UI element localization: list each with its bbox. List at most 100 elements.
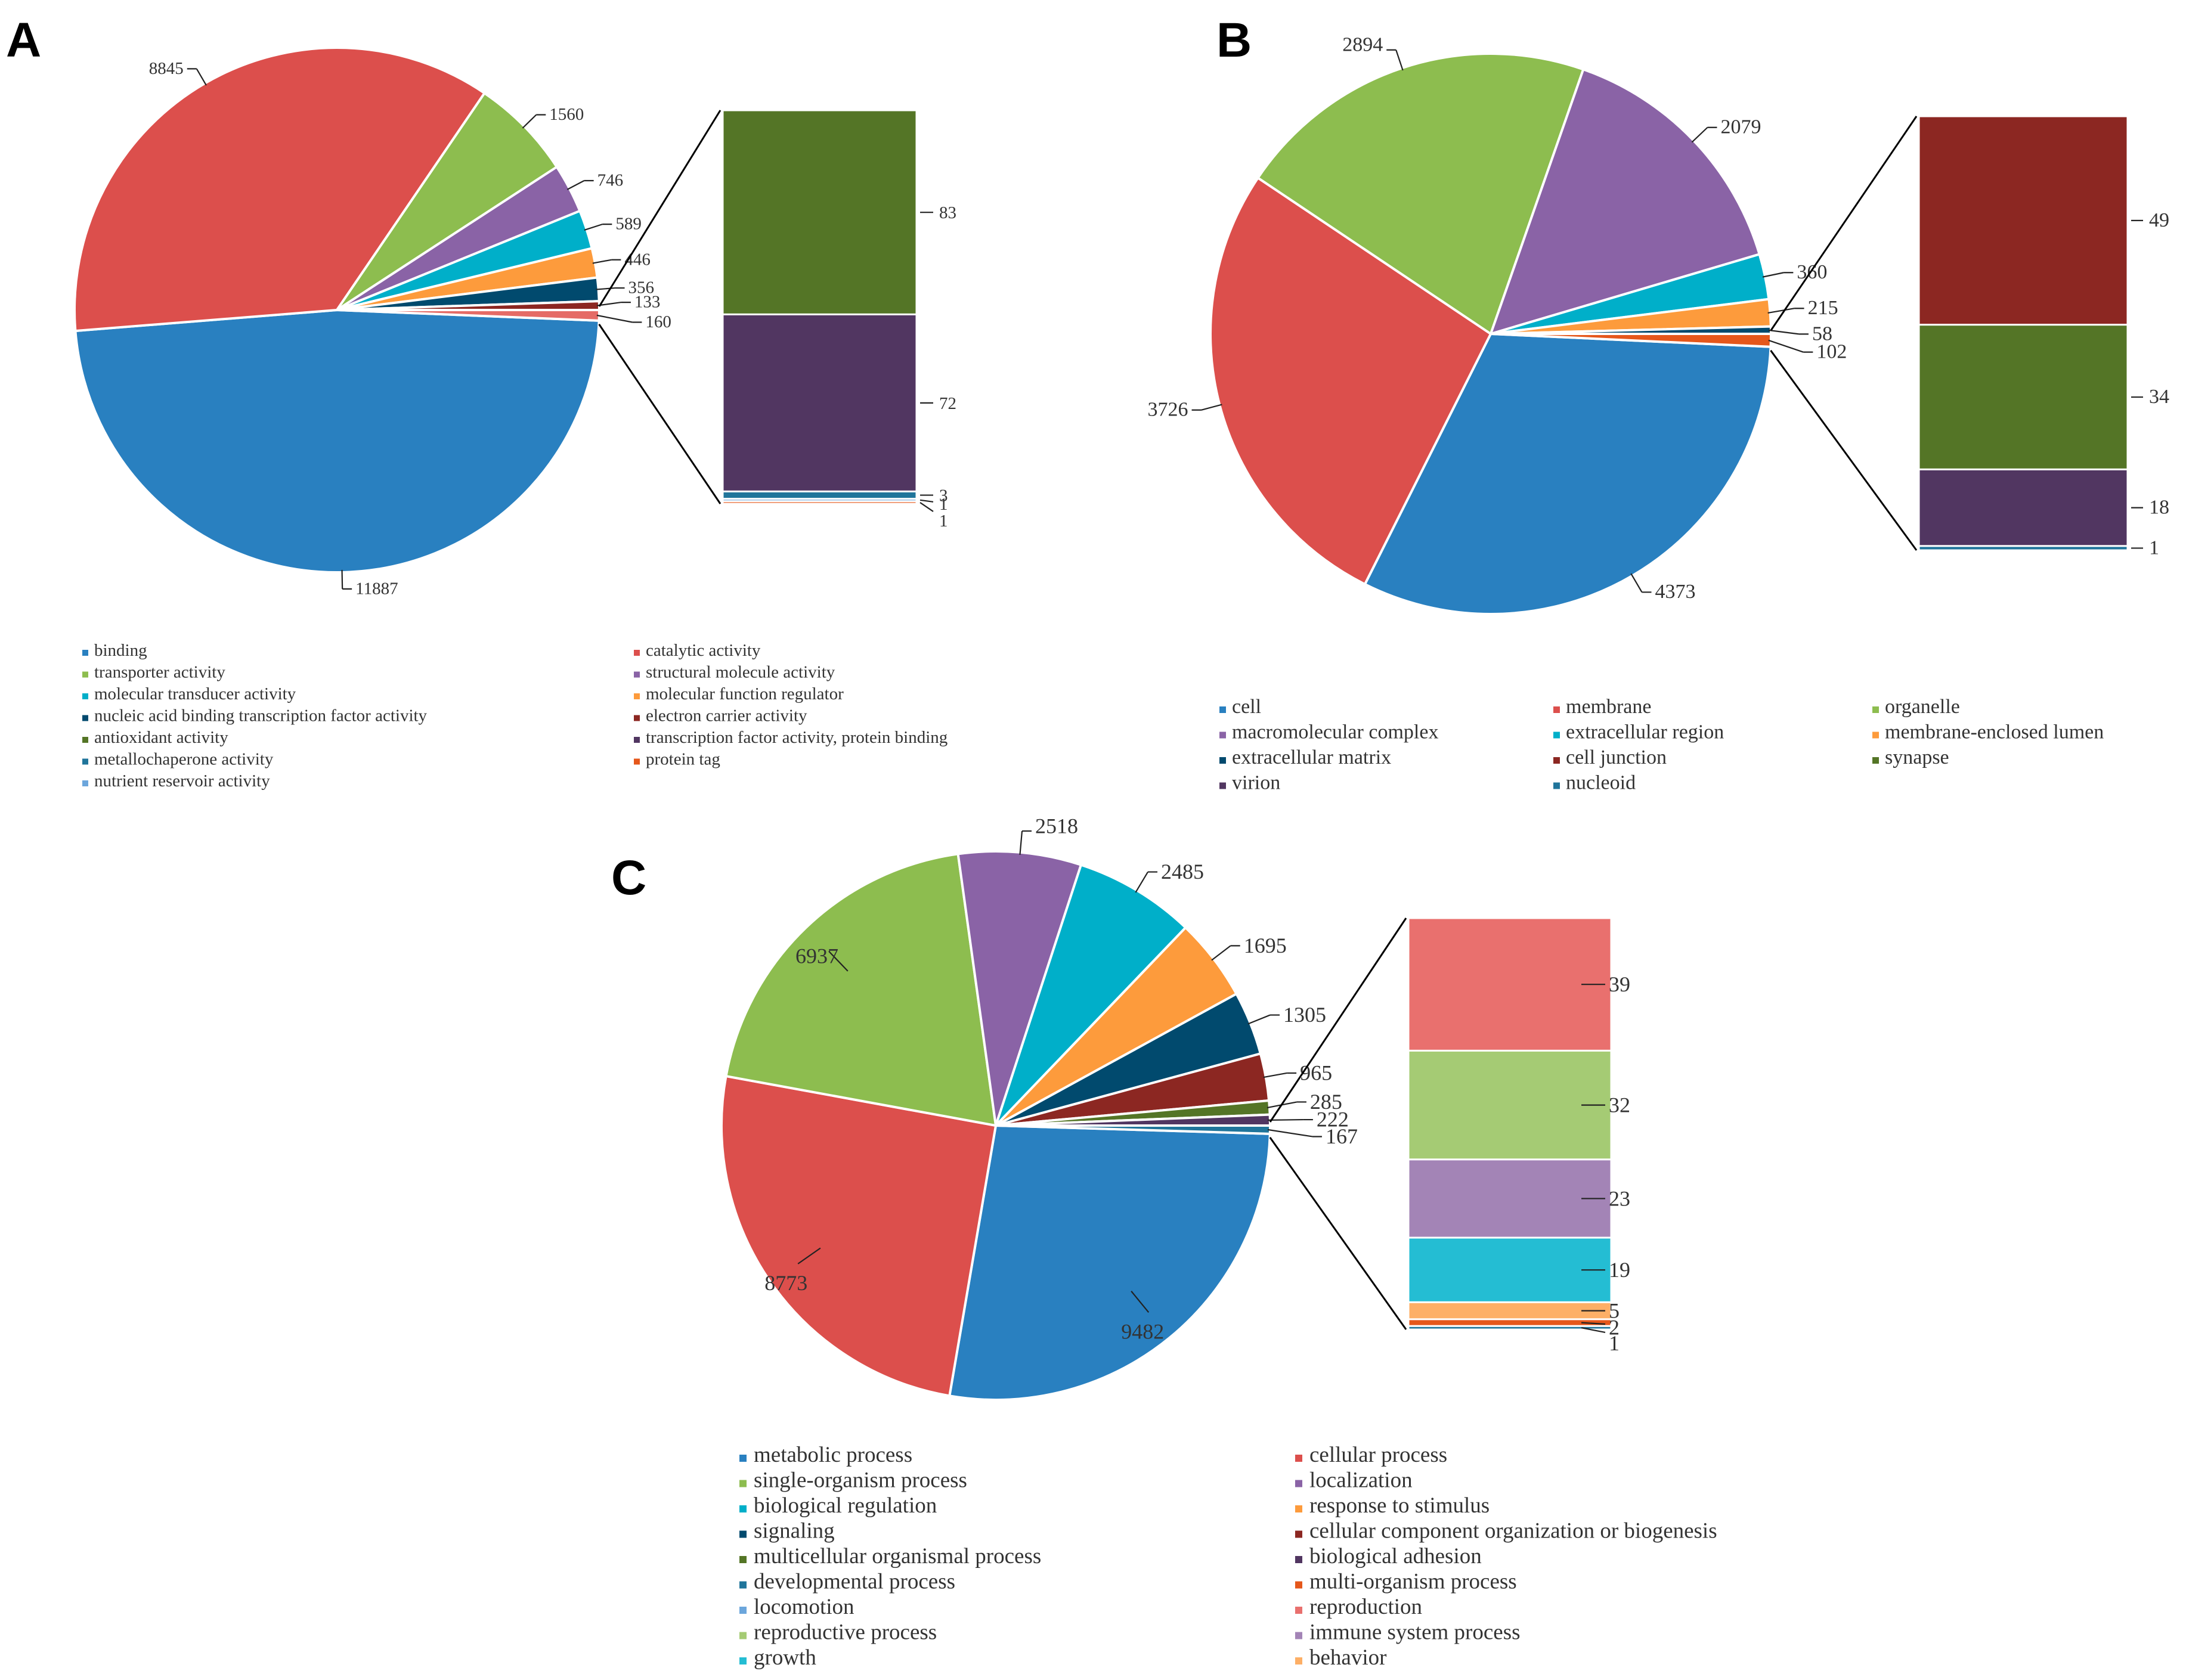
slice-label: 1560 — [549, 105, 584, 124]
legend-label: nucleic acid binding transcription facto… — [94, 706, 428, 726]
legend-item: molecular function regulator — [634, 684, 844, 703]
bar-segment — [722, 109, 918, 315]
legend-swatch — [1295, 1505, 1302, 1512]
leader-line — [1201, 404, 1222, 411]
leader-line — [1131, 1291, 1150, 1313]
bar-segment — [722, 490, 918, 500]
legend-item: multicellular organismal process — [739, 1544, 1041, 1569]
legend-swatch — [1553, 731, 1560, 739]
legend-item: nucleoid — [1553, 772, 1636, 794]
legend-label: immune system process — [1309, 1620, 1521, 1645]
legend-swatch — [739, 1607, 747, 1614]
legend-item: synapse — [1872, 746, 1949, 768]
legend-label: extracellular region — [1566, 721, 1724, 743]
legend-label: multicellular organismal process — [754, 1544, 1041, 1569]
slice-label: 2894 — [1342, 34, 1383, 56]
legend-swatch — [1295, 1480, 1302, 1487]
legend-label: nucleoid — [1566, 772, 1636, 794]
legend-swatch — [1295, 1607, 1302, 1614]
pie-slice — [948, 1124, 1271, 1401]
legend-item: reproductive process — [739, 1620, 937, 1645]
pie-slice — [74, 309, 600, 574]
legend-label: synapse — [1885, 746, 1949, 768]
bar-label: 83 — [939, 203, 956, 222]
legend-label: reproductive process — [754, 1620, 937, 1645]
legend-label: reproduction — [1309, 1595, 1422, 1619]
legend-swatch — [1219, 782, 1226, 789]
legend-label: biological adhesion — [1309, 1544, 1482, 1569]
slice-label: 8845 — [149, 59, 184, 78]
legend-swatch — [1872, 706, 1879, 713]
connector-line — [1269, 1136, 1407, 1330]
legend-item: membrane — [1553, 696, 1652, 718]
legend-item: protein tag — [634, 750, 720, 769]
legend-item: nucleic acid binding transcription facto… — [82, 706, 428, 726]
bar-label: 32 — [1609, 1093, 1630, 1117]
legend-item: developmental process — [739, 1570, 955, 1594]
legend-label: transcription factor activity, protein b… — [646, 728, 948, 747]
bar-label: 18 — [2149, 497, 2169, 519]
panel-letter-b: B — [1216, 13, 1252, 67]
legend-swatch — [634, 693, 640, 699]
slice-label: 8773 — [764, 1271, 807, 1295]
legend-swatch — [1295, 1657, 1302, 1664]
connector-line — [1770, 349, 1918, 551]
legend-label: cell junction — [1566, 746, 1667, 768]
pie-b — [1209, 52, 1773, 615]
legend-item: cellular process — [1295, 1443, 1447, 1467]
legend-label: binding — [94, 641, 147, 660]
leader-line — [1630, 573, 1643, 593]
legend-item: localization — [1295, 1468, 1413, 1493]
pie-slice — [724, 853, 997, 1127]
legend-swatch — [739, 1556, 747, 1563]
slice-label: 167 — [1326, 1124, 1358, 1148]
legend-swatch — [1295, 1455, 1302, 1462]
legend-item: immune system process — [1295, 1620, 1521, 1645]
legend-swatch — [739, 1530, 747, 1538]
legend-label: localization — [1309, 1468, 1413, 1493]
legend-label: cellular component organization or bioge… — [1309, 1519, 1717, 1543]
bar-label: 1 — [939, 512, 948, 531]
legend-label: organelle — [1885, 696, 1960, 718]
legend-item: binding — [82, 641, 147, 660]
bar-label-line — [1581, 1322, 1606, 1325]
leader-line — [196, 68, 207, 86]
legend-item: nutrient reservoir activity — [82, 771, 270, 791]
bar-segment — [1918, 324, 2129, 470]
bar-segment — [1918, 115, 2129, 326]
connector-line — [1269, 918, 1407, 1123]
legend-label: transporter activity — [94, 663, 225, 682]
legend-label: molecular transducer activity — [94, 684, 296, 703]
legend-swatch — [1219, 757, 1226, 764]
chart-a: 11887884515607465894463561331608372311bi… — [73, 47, 956, 791]
legend-item: transporter activity — [82, 663, 225, 682]
connector-line — [598, 324, 722, 504]
legend-swatch — [634, 671, 640, 678]
legend-label: macromolecular complex — [1232, 721, 1438, 743]
legend-swatch — [1553, 706, 1560, 713]
bar-label-line — [919, 502, 934, 512]
slice-label: 2079 — [1720, 116, 1761, 138]
legend-item: structural molecule activity — [634, 663, 835, 682]
pie-a — [73, 47, 601, 574]
slice-label: 133 — [634, 293, 661, 312]
legend-swatch — [1553, 757, 1560, 764]
legend-item: antioxidant activity — [82, 728, 228, 747]
bar-label: 19 — [1609, 1258, 1630, 1282]
slice-label: 11887 — [355, 579, 398, 598]
slice-label: 285 — [1310, 1090, 1342, 1114]
legend-item: cell — [1219, 696, 1261, 718]
bar-label: 3 — [939, 486, 948, 506]
legend-item: extracellular matrix — [1219, 746, 1391, 768]
legend-swatch — [1295, 1581, 1302, 1589]
legend-label: membrane-enclosed lumen — [1885, 721, 2104, 743]
legend-item: signaling — [739, 1519, 835, 1543]
legend-swatch — [1553, 782, 1560, 789]
legend-label: biological regulation — [754, 1493, 937, 1518]
slice-label: 215 — [1808, 297, 1838, 319]
slice-label: 589 — [615, 215, 642, 234]
